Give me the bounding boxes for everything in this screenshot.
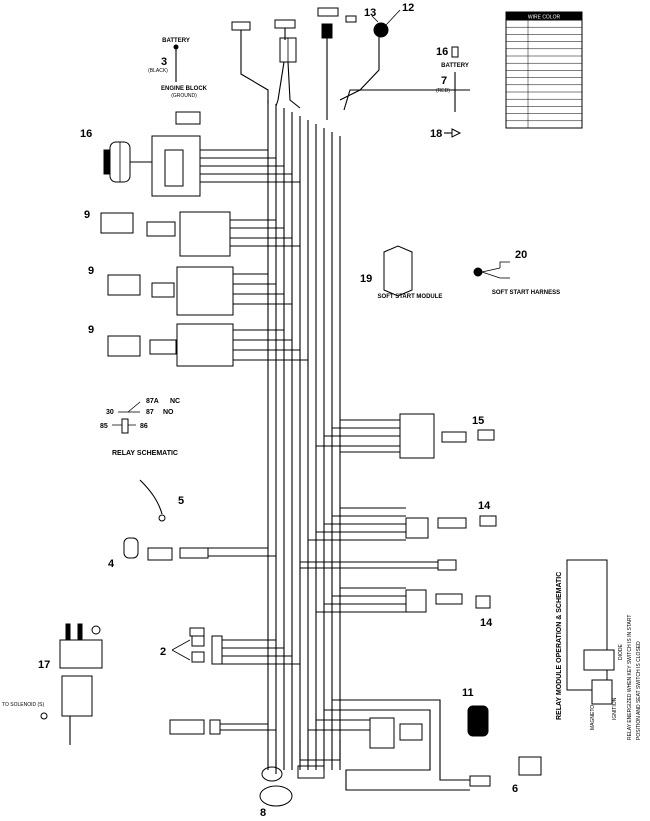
battery-positive-group: 16 BATTERY 7 (RED) 18 <box>430 46 469 140</box>
relay-30-label: 30 <box>106 409 114 416</box>
callout-19: 19 <box>360 273 372 285</box>
callout-18: 18 <box>430 128 442 140</box>
harness-wire <box>287 61 301 109</box>
red-label: (RED) <box>436 88 450 94</box>
connector-16: 16 <box>80 128 201 197</box>
relay-85-label: 85 <box>100 423 108 430</box>
engine-block-label: ENGINE BLOCK <box>161 86 208 92</box>
relay-module-schematic: RELAY MODULE OPERATION & SCHEMATIC RELAY… <box>556 559 642 740</box>
harness-wire <box>324 709 470 791</box>
component-2: 2 <box>160 627 223 665</box>
magneto-label: MAGNETO <box>590 705 596 730</box>
callout-17: 17 <box>38 659 50 671</box>
relay-module-title: RELAY MODULE OPERATION & SCHEMATIC <box>556 572 563 720</box>
callout-11: 11 <box>462 687 474 699</box>
relay-nc-label: NC <box>170 398 180 405</box>
callout-20: 20 <box>515 249 527 261</box>
diode-label: DIODE <box>618 644 624 661</box>
wire-harness <box>130 28 510 791</box>
callout-16a: 16 <box>436 46 448 58</box>
callout-13: 13 <box>364 7 376 19</box>
callout-4: 4 <box>108 558 115 570</box>
ignition-label: IGNITION <box>612 697 618 720</box>
right-connectors: 15 14 14 <box>399 413 497 629</box>
harness-wire <box>343 89 470 111</box>
callout-9b: 9 <box>88 265 94 277</box>
callout-15: 15 <box>472 415 484 427</box>
top-connectors: 13 12 <box>175 2 414 125</box>
callout-5: 5 <box>178 495 184 507</box>
side-note-1: RELAY ENERGIZED WHEN KEY SWITCH IS IN ST… <box>627 615 633 740</box>
ground-label: (GROUND) <box>171 93 197 99</box>
callout-3: 3 <box>161 56 167 68</box>
wire-color-legend: WIRE COLOR <box>505 11 583 129</box>
relay-schematic: 87A NC 30 87 NO 85 86 RELAY SCHEMATIC <box>100 398 180 457</box>
black-label: (BLACK) <box>148 68 168 74</box>
callout-14b: 14 <box>480 617 493 629</box>
callout-6: 6 <box>512 783 518 795</box>
harness-wire <box>240 30 269 104</box>
callout-12: 12 <box>402 2 414 14</box>
harness-wire <box>332 699 470 781</box>
relay-no-label: NO <box>163 409 174 416</box>
harness-wire <box>275 61 285 107</box>
components-4-5: 5 4 <box>108 479 209 570</box>
relay-schematic-title: RELAY SCHEMATIC <box>112 450 178 457</box>
to-solenoid-label: TO SOLENOID (S) <box>2 702 44 708</box>
callout-14a: 14 <box>478 500 491 512</box>
relay-group: 9 9 9 <box>84 209 234 367</box>
battery-label: BATTERY <box>162 38 190 44</box>
bottom-components: 8 11 6 <box>169 687 542 819</box>
relay-87-label: 87 <box>146 409 154 416</box>
callout-2: 2 <box>160 646 166 658</box>
callout-8: 8 <box>260 807 266 819</box>
soft-start-module-label: SOFT START MODULE <box>378 294 443 300</box>
harness-wire <box>339 37 380 101</box>
callout-9c: 9 <box>88 324 94 336</box>
relay-86-label: 86 <box>140 423 148 430</box>
legend-header: WIRE COLOR <box>528 15 561 21</box>
callout-16b: 16 <box>80 128 92 140</box>
component-17: 17 TO SOLENOID (S) <box>2 623 103 745</box>
callout-7: 7 <box>441 75 447 87</box>
battery-ground-group: BATTERY 3 (BLACK) ENGINE BLOCK (GROUND) <box>148 38 208 99</box>
callout-9a: 9 <box>84 209 90 221</box>
battery-right-label: BATTERY <box>441 63 469 69</box>
legend-rows <box>506 19 582 128</box>
soft-start-harness-label: SOFT START HARNESS <box>492 290 560 296</box>
side-note-2: POSITION AND SEAT SWITCH IS CLOSED <box>636 641 642 740</box>
harness-wire <box>499 261 510 268</box>
harness-wire <box>299 740 341 761</box>
relay-87a-label: 87A <box>146 398 159 405</box>
soft-start-module: 19 SOFT START MODULE 20 SOFT START HARNE… <box>360 245 560 300</box>
